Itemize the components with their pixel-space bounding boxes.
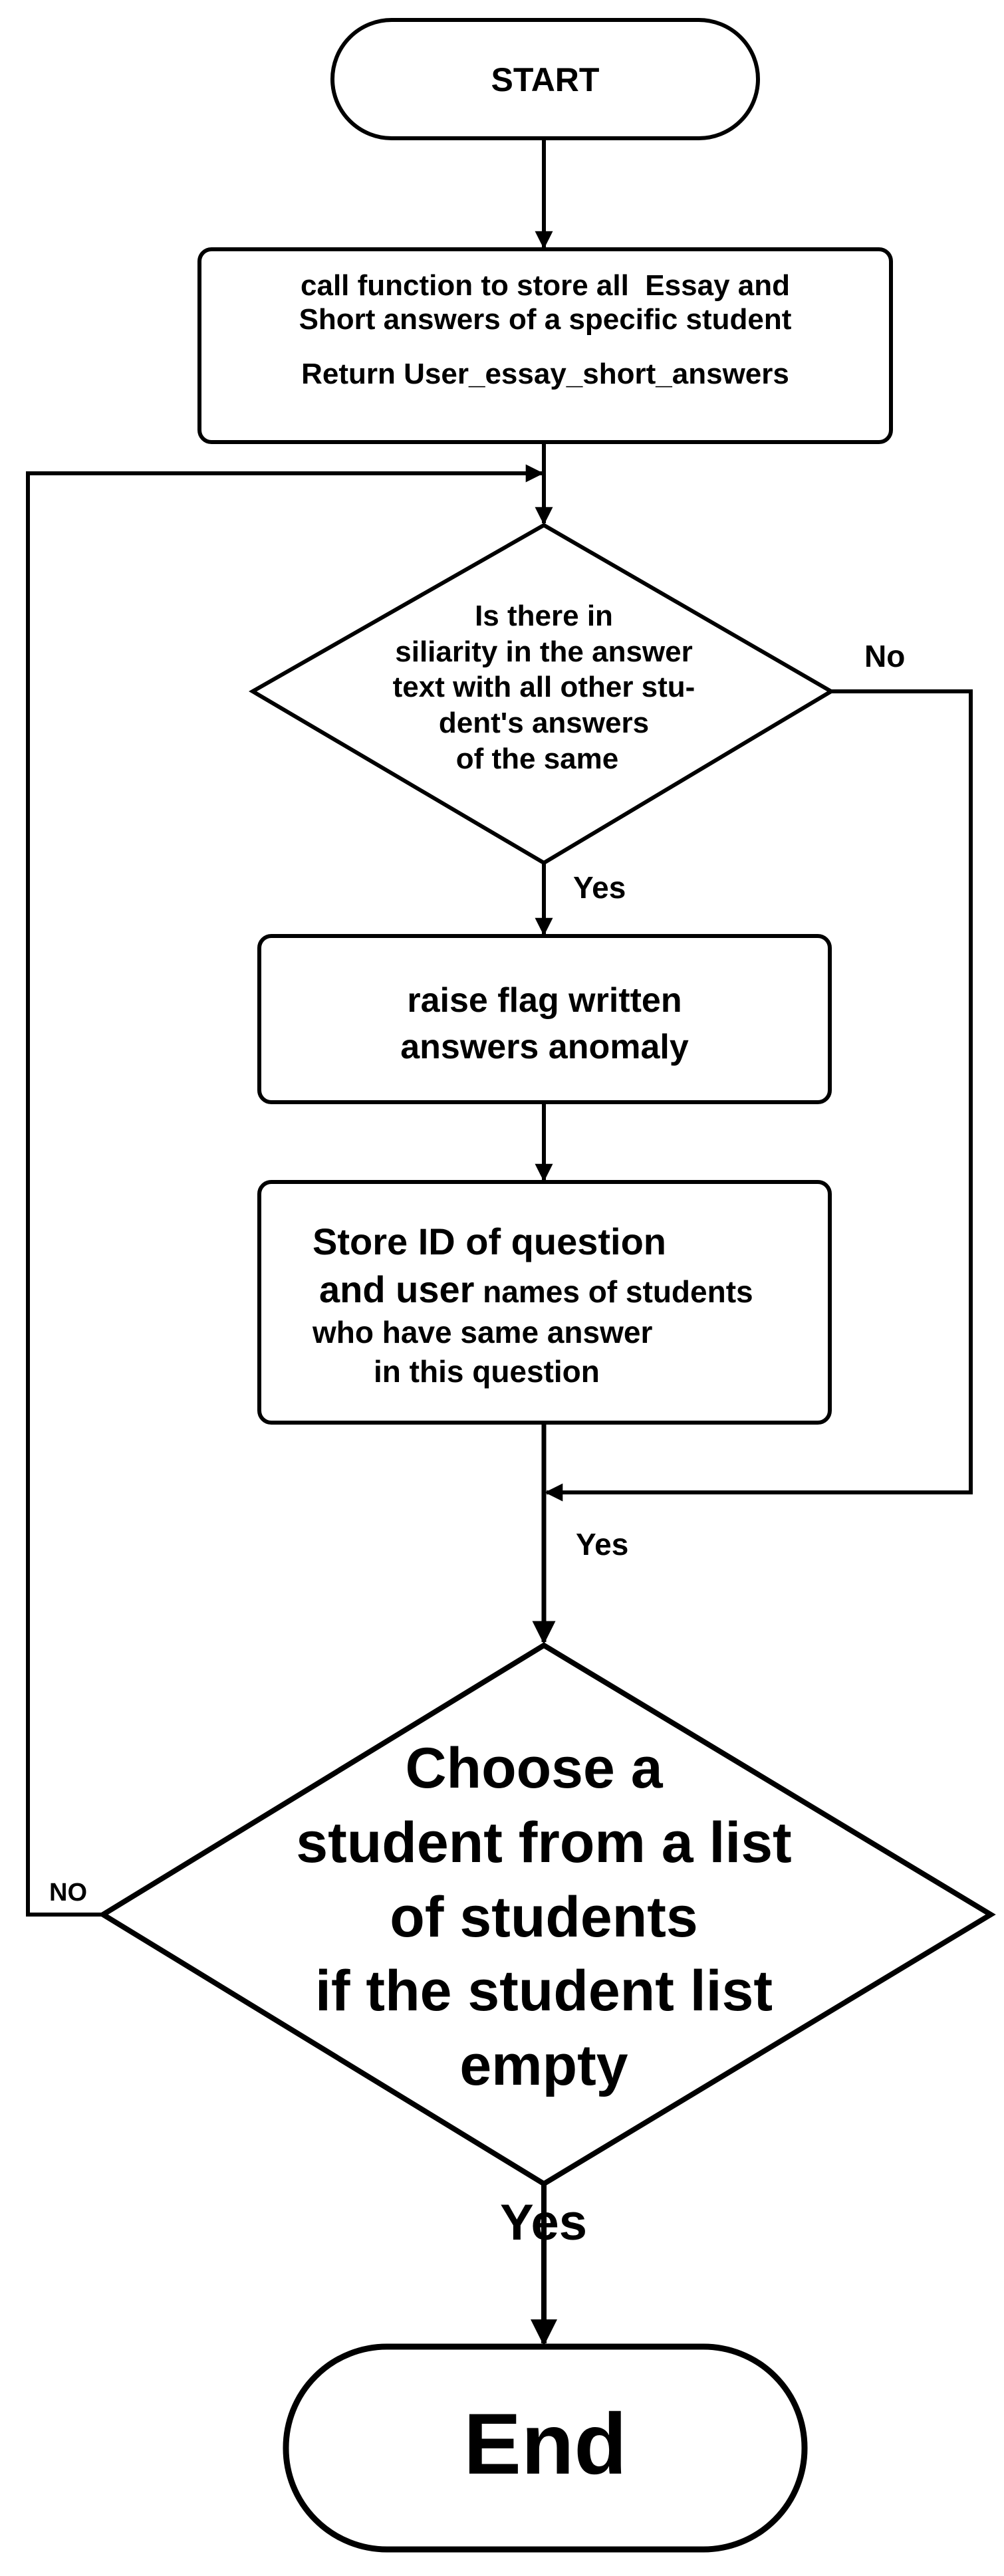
edge-label-similarity-yes: Yes — [573, 870, 626, 905]
call-function-label: call function to store all Essay and Sho… — [206, 269, 884, 392]
choose-student-line-1: Choose a — [405, 1736, 663, 1800]
choose-student-line-2: student from a list — [296, 1810, 792, 1875]
raise-flag-line-1: raise flag written — [407, 981, 682, 1020]
similarity-line-5: of the same — [455, 742, 619, 775]
arrow-choose-no-loop — [26, 464, 544, 1917]
edge-label-similarity-no: No — [864, 639, 906, 673]
store-id-line-2-rest: names of students — [474, 1274, 753, 1309]
similarity-line-3: text with all other stu- — [392, 671, 695, 704]
similarity-line-2: siliarity in the answer — [395, 635, 693, 668]
similarity-label: Is there in siliarity in the answer text… — [344, 598, 743, 776]
end-label: End — [286, 2397, 805, 2492]
arrow-similarity-no-path — [545, 689, 973, 1502]
edge-label-choose-yes: Yes — [500, 2194, 588, 2251]
end-terminal — [283, 2343, 808, 2553]
choose-student-label: Choose a student from a list of students… — [211, 1732, 876, 2103]
raise-flag-label: raise flag written answers anomaly — [259, 977, 830, 1070]
choose-student-line-3: of students — [390, 1885, 698, 1949]
edge-label-merge-yes: Yes — [576, 1527, 629, 1562]
call-function-line-2: Short answers of a specific student — [299, 302, 792, 336]
start-label: START — [332, 61, 758, 100]
choose-student-line-4: if the student list — [315, 1959, 773, 2024]
store-id-label: Store ID of question and user names of s… — [313, 1218, 818, 1391]
raise-flag-line-2: answers anomaly — [400, 1028, 689, 1067]
end-text: End — [463, 2395, 627, 2492]
store-id-line-2-bold: and user — [319, 1268, 475, 1310]
call-function-line-1: call function to store all Essay and — [301, 269, 790, 302]
similarity-line-1: Is there in — [475, 600, 613, 632]
choose-student-line-5: empty — [459, 2034, 628, 2098]
store-id-line-2: and user names of students — [313, 1266, 818, 1314]
edge-label-choose-no: NO — [49, 1879, 87, 1907]
call-function-line-3: Return User_essay_short_answers — [301, 358, 789, 391]
store-id-line-3: who have same answer — [313, 1315, 653, 1350]
start-text: START — [491, 61, 600, 98]
similarity-line-4: dent's answers — [438, 707, 650, 740]
store-id-line-4: in this question — [374, 1354, 600, 1389]
store-id-line-1: Store ID of question — [313, 1221, 666, 1262]
